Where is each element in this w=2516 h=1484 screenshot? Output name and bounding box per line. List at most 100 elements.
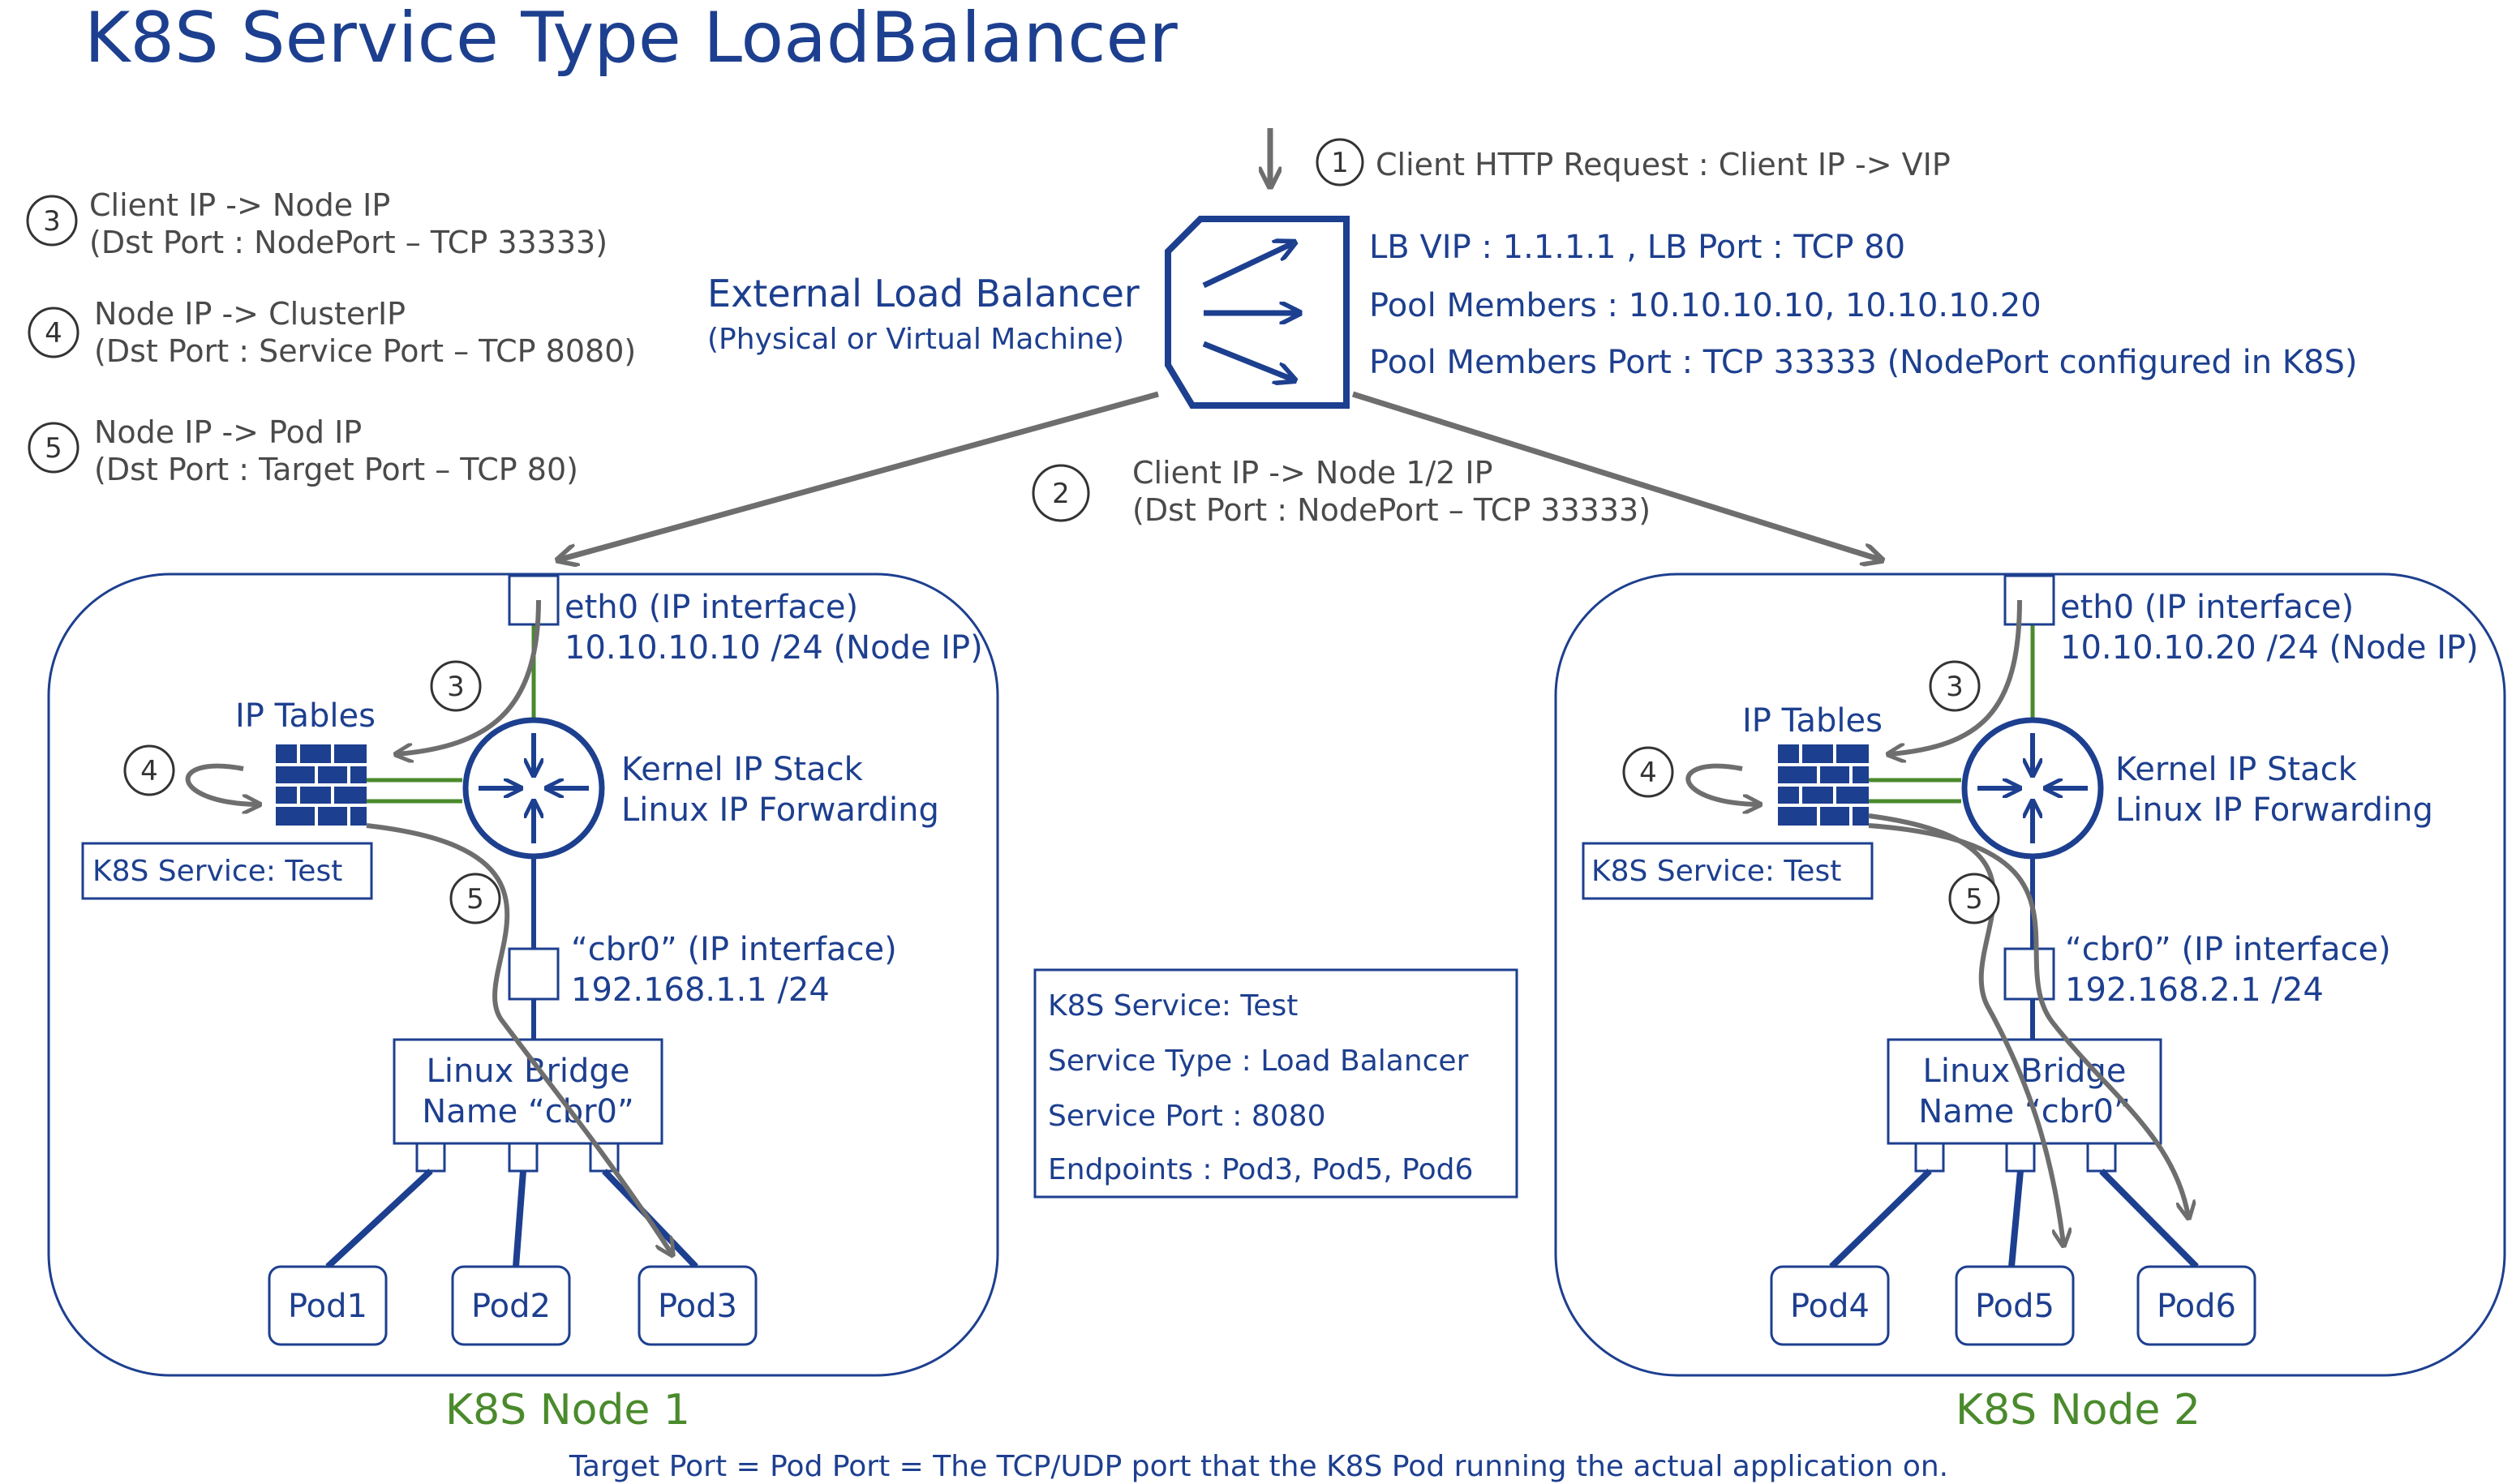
pod-label: Pod4 bbox=[1790, 1288, 1870, 1325]
lb-pool-port: Pool Members Port : TCP 33333 (NodePort … bbox=[1369, 344, 2357, 381]
step-number: 5 bbox=[45, 432, 62, 465]
pod-label: Pod3 bbox=[658, 1288, 737, 1325]
step-5-line2: (Dst Port : Target Port – TCP 80) bbox=[94, 452, 578, 487]
flow-step-4-arrow bbox=[1685, 763, 1758, 804]
cbr0-interface-icon bbox=[508, 947, 560, 1001]
step-4-line2: (Dst Port : Service Port – TCP 8080) bbox=[94, 333, 636, 369]
router-icon bbox=[1961, 717, 2104, 860]
pod-box bbox=[1955, 1265, 2075, 1346]
step-2-line2: (Dst Port : NodePort – TCP 33333) bbox=[1132, 492, 1651, 528]
bridge-port bbox=[1914, 1142, 1945, 1173]
k8s-service-label: K8S Service: Test bbox=[1591, 855, 1841, 888]
iptables-label: IP Tables bbox=[235, 697, 376, 735]
step-number: 5 bbox=[466, 883, 484, 916]
kernel-stack-label: Kernel IP Stack bbox=[621, 751, 864, 788]
step-5-legend: 5 Node IP -> Pod IP (Dst Port : Target P… bbox=[28, 414, 578, 487]
lb-pool-members: Pool Members : 10.10.10.10, 10.10.10.20 bbox=[1369, 287, 2042, 324]
service-info-line3: Service Port : 8080 bbox=[1048, 1100, 1326, 1133]
node-name: K8S Node 2 bbox=[1956, 1386, 2200, 1435]
flow-step-5-arrow-pod5 bbox=[1868, 813, 2063, 1244]
step-3-line1: Client IP -> Node IP bbox=[89, 187, 390, 223]
pod-label: Pod1 bbox=[288, 1288, 367, 1325]
node-boundary bbox=[47, 573, 999, 1377]
step-number-circle bbox=[28, 422, 79, 474]
cbr0-ip: 192.168.2.1 /24 bbox=[2065, 971, 2324, 1009]
step-4-line1: Node IP -> ClusterIP bbox=[94, 296, 406, 332]
step-3-line2: (Dst Port : NodePort – TCP 33333) bbox=[89, 225, 608, 260]
iptables-label: IP Tables bbox=[1742, 702, 1883, 740]
step-number: 4 bbox=[1639, 757, 1657, 789]
flow-step-3-arrow bbox=[1890, 599, 2022, 754]
firewall-icon bbox=[276, 744, 367, 826]
bridge-name: Name “cbr0” bbox=[1918, 1093, 2130, 1130]
node-boundary bbox=[1554, 573, 2506, 1377]
step-number-circle bbox=[1948, 873, 2000, 924]
eth0-interface-icon bbox=[2003, 574, 2055, 626]
router-icon bbox=[462, 717, 605, 860]
k8s-service-box bbox=[1582, 842, 1874, 900]
service-info-line2: Service Type : Load Balancer bbox=[1048, 1044, 1469, 1078]
step-5-line1: Node IP -> Pod IP bbox=[94, 414, 362, 450]
bridge-name: Name “cbr0” bbox=[422, 1093, 633, 1130]
service-info-box: K8S Service: Test Service Type : Load Ba… bbox=[1033, 968, 1518, 1199]
lb-vip: LB VIP : 1.1.1.1 , LB Port : TCP 80 bbox=[1369, 229, 1905, 266]
bridge-port bbox=[415, 1142, 446, 1173]
step-number-circle bbox=[1032, 464, 1090, 522]
external-load-balancer: External Load Balancer (Physical or Virt… bbox=[707, 216, 2357, 409]
service-info-line1: K8S Service: Test bbox=[1048, 989, 1298, 1023]
step-4-legend: 4 Node IP -> ClusterIP (Dst Port : Servi… bbox=[28, 296, 636, 369]
page-title: K8S Service Type LoadBalancer bbox=[84, 0, 1178, 79]
pod-label: Pod2 bbox=[471, 1288, 551, 1325]
step-number: 5 bbox=[1965, 883, 1983, 916]
service-info-line4: Endpoints : Pod3, Pod5, Pod6 bbox=[1048, 1153, 1473, 1186]
step-1-text: Client HTTP Request : Client IP -> VIP bbox=[1376, 147, 1951, 182]
k8s-node-2: eth0 (IP interface) 10.10.10.20 /24 (Nod… bbox=[1554, 573, 2506, 1435]
kernel-forwarding-label: Linux IP Forwarding bbox=[2115, 791, 2433, 829]
lb-name: External Load Balancer bbox=[707, 272, 1140, 315]
eth0-ip: 10.10.10.10 /24 (Node IP) bbox=[565, 629, 983, 667]
flow-step-5-arrow-pod6 bbox=[1868, 823, 2188, 1216]
pod-box bbox=[638, 1265, 758, 1346]
k8s-node-1: eth0 (IP interface) 10.10.10.10 /24 (Nod… bbox=[47, 573, 999, 1435]
bridge-port bbox=[2086, 1142, 2117, 1173]
step-number-circle bbox=[449, 873, 501, 924]
step-number-circle bbox=[28, 307, 79, 358]
firewall-icon bbox=[1778, 744, 1869, 826]
bridge-port bbox=[508, 1142, 539, 1173]
cbr0-label: “cbr0” (IP interface) bbox=[571, 931, 897, 968]
step-number: 2 bbox=[1052, 478, 1070, 510]
step-1: 1 Client HTTP Request : Client IP -> VIP bbox=[1270, 128, 1951, 185]
step-number: 4 bbox=[45, 317, 62, 350]
pod-box bbox=[451, 1265, 571, 1346]
cbr0-ip: 192.168.1.1 /24 bbox=[571, 971, 830, 1009]
step-number-circle bbox=[1316, 138, 1364, 187]
k8s-service-label: K8S Service: Test bbox=[92, 855, 342, 888]
flow-step-4-arrow bbox=[185, 763, 258, 804]
lb-to-node2-arrow bbox=[1351, 391, 1880, 560]
node-name: K8S Node 1 bbox=[445, 1386, 690, 1435]
kernel-stack-label: Kernel IP Stack bbox=[2115, 751, 2358, 788]
pod-label: Pod6 bbox=[2157, 1288, 2236, 1325]
kernel-forwarding-label: Linux IP Forwarding bbox=[621, 791, 939, 829]
pod-label: Pod5 bbox=[1975, 1288, 2054, 1325]
flow-step-5-arrow bbox=[366, 823, 672, 1254]
cbr0-interface-icon bbox=[2003, 947, 2055, 1001]
cbr0-label: “cbr0” (IP interface) bbox=[2065, 931, 2391, 968]
lb-subtitle: (Physical or Virtual Machine) bbox=[707, 323, 1124, 356]
step-number-circle bbox=[430, 660, 482, 712]
step-3-legend: 3 Client IP -> Node IP (Dst Port : NodeP… bbox=[26, 187, 608, 260]
step-number: 3 bbox=[43, 205, 61, 238]
step-number: 3 bbox=[447, 671, 465, 703]
step-2: 2 Client IP -> Node 1/2 IP (Dst Port : N… bbox=[1032, 455, 1651, 528]
eth0-label: eth0 (IP interface) bbox=[2060, 589, 2354, 626]
eth0-label: eth0 (IP interface) bbox=[565, 589, 858, 626]
footnote: Target Port = Pod Port = The TCP/UDP por… bbox=[569, 1450, 1948, 1483]
k8s-service-box bbox=[81, 842, 373, 900]
step-number-circle bbox=[123, 744, 175, 796]
lb-to-node1-arrow bbox=[560, 391, 1159, 560]
bridge-port bbox=[2005, 1142, 2036, 1173]
eth0-interface-icon bbox=[508, 574, 560, 626]
step-number: 1 bbox=[1331, 147, 1349, 179]
step-number: 4 bbox=[140, 755, 158, 787]
pod-box bbox=[268, 1265, 388, 1346]
